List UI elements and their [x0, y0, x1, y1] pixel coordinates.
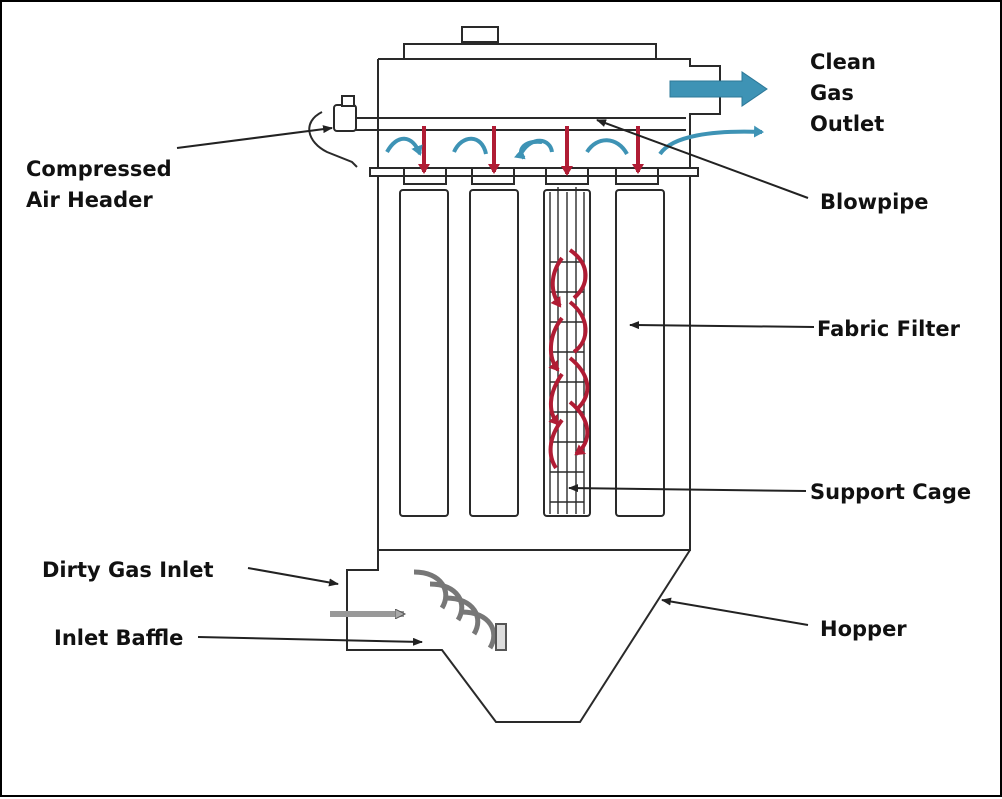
- label-blowpipe: Blowpipe: [820, 190, 929, 214]
- label-line: Clean: [810, 50, 876, 74]
- label-dirty-gas-inlet: Dirty Gas Inlet: [42, 558, 214, 582]
- label-support-cage: Support Cage: [810, 480, 972, 504]
- inlet-baffle: [413, 569, 507, 651]
- label-line: Outlet: [810, 112, 885, 136]
- filter-bags: [399, 168, 665, 517]
- clean-gas-outlet-arrow: [669, 71, 768, 107]
- leader-lines: [176, 119, 815, 646]
- clean-gas-arrows: [385, 125, 764, 160]
- label-clean-gas-outlet: Clean Gas Outlet: [810, 47, 884, 140]
- housing: [308, 26, 721, 723]
- label-inlet-baffle: Inlet Baffle: [54, 626, 184, 650]
- label-line: Gas: [810, 81, 854, 105]
- filter-bag-2: [469, 189, 519, 517]
- pulse-arrows: [418, 126, 644, 470]
- filter-bag-1: [399, 189, 449, 517]
- label-line: Compressed: [26, 157, 172, 181]
- label-compressed-air-header: Compressed Air Header: [26, 154, 172, 216]
- label-hopper: Hopper: [820, 617, 907, 641]
- label-fabric-filter: Fabric Filter: [817, 317, 961, 341]
- label-line: Air Header: [26, 188, 153, 212]
- filter-bag-4: [615, 189, 665, 517]
